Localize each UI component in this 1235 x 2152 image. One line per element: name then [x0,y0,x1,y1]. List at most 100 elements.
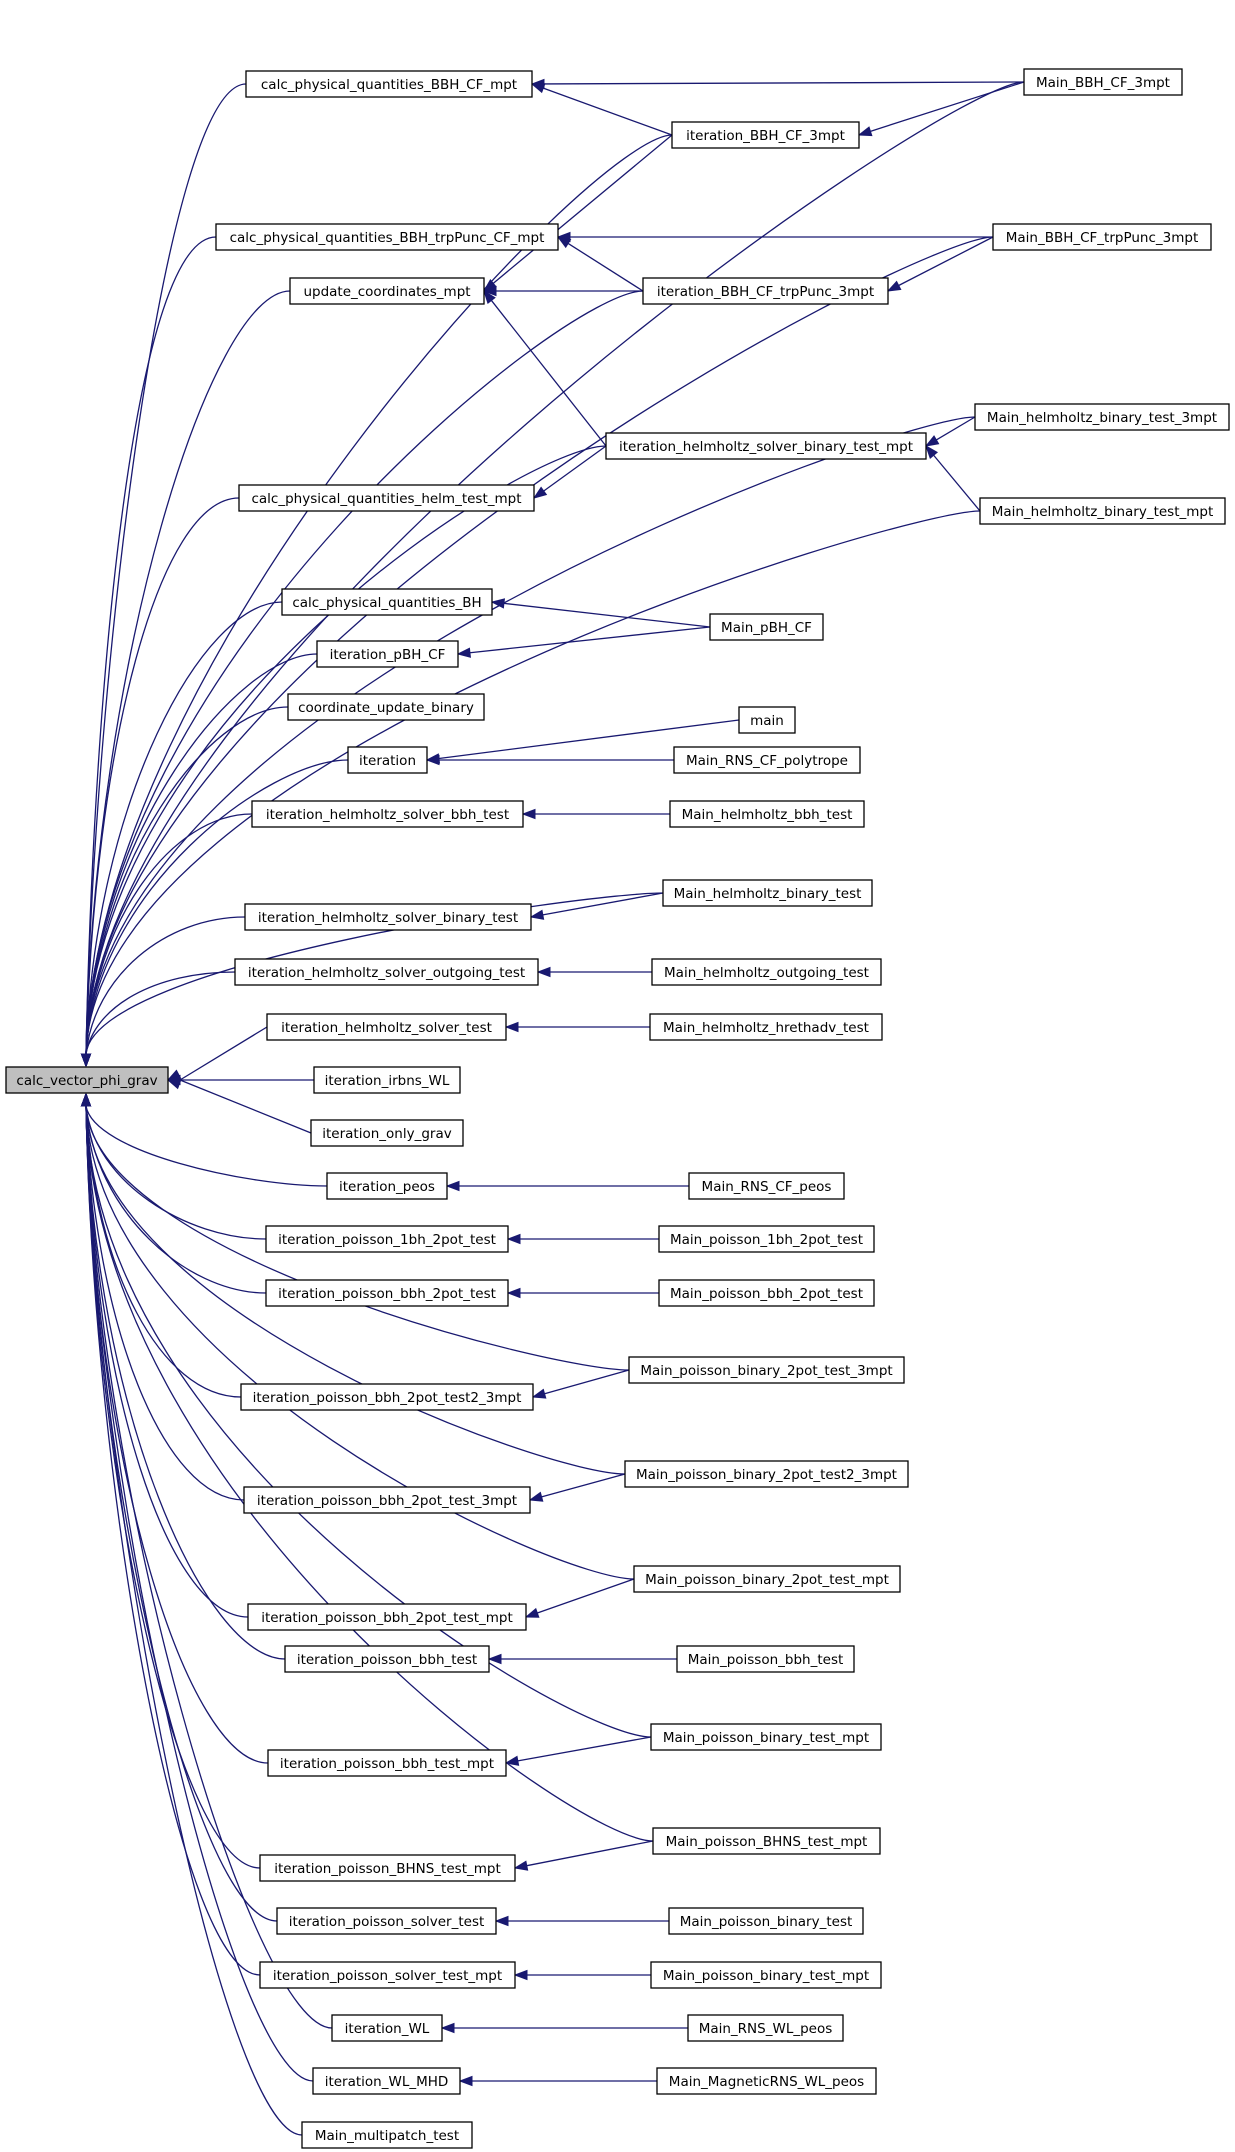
edge-iter-bbh-trp-3mpt-to-update-coords [482,285,643,297]
node-iteration[interactable]: iteration [347,746,428,774]
node-iteration-poisson-solver-test[interactable]: iteration_poisson_solver_test [276,1907,497,1935]
node-iteration-helmholtz-solver-test[interactable]: iteration_helmholtz_solver_test [266,1013,507,1041]
edge-arrowhead [556,236,572,249]
node-main-poisson-bhns-test-mpt[interactable]: Main_poisson_BHNS_test_mpt [652,1827,881,1855]
edge-iter-helm-bbh-to-root [80,813,253,1068]
node-main-poisson-binary-test-mpt[interactable]: Main_poisson_binary_test_mpt [650,1723,882,1751]
edge-arrowhead [925,444,939,459]
node-box [347,746,428,774]
node-main-poisson-binary-2pot-test-mpt[interactable]: Main_poisson_binary_2pot_test_mpt [633,1565,901,1593]
node-iteration-helmholtz-solver-binary-test-mpt[interactable]: iteration_helmholtz_solver_binary_test_m… [605,432,927,460]
node-main-helmholtz-binary-test-mpt[interactable]: Main_helmholtz_binary_test_mpt [979,497,1226,525]
node-calc-vector-phi-grav[interactable]: calc_vector_phi_grav [5,1066,169,1094]
node-main[interactable]: main [738,706,796,734]
node-main-poisson-bbh-test[interactable]: Main_poisson_bbh_test [676,1645,855,1673]
edge-line [85,1105,626,1475]
node-iteration-wl-mhd[interactable]: iteration_WL_MHD [312,2067,461,2095]
node-iteration-only-grav[interactable]: iteration_only_grav [310,1119,464,1147]
node-iteration-poisson-bbh-2pot-test-mpt[interactable]: iteration_poisson_bbh_2pot_test_mpt [247,1603,527,1631]
node-main-helmholtz-binary-test-3mpt[interactable]: Main_helmholtz_binary_test_3mpt [974,403,1230,431]
node-iteration-poisson-bbh-2pot-test-3mpt[interactable]: iteration_poisson_bbh_2pot_test_3mpt [243,1486,531,1514]
edge-line [85,510,981,1055]
edge-arrowhead [494,1915,509,1927]
node-label: Main_poisson_binary_2pot_test_3mpt [640,1363,892,1379]
edge-line [544,1369,630,1395]
edge-iter-bbh-trp-3mpt-to-root [80,290,644,1068]
node-iteration-poisson-solver-test-mpt[interactable]: iteration_poisson_solver_test_mpt [259,1961,516,1989]
node-box [265,1279,509,1307]
node-label: Main_poisson_binary_test_mpt [663,1968,869,1984]
node-calc-physical-quantities-bbh-trppunc-cf-mpt[interactable]: calc_physical_quantities_BBH_trpPunc_CF_… [215,223,559,251]
node-label: Main_pBH_CF [721,620,812,636]
edge-arrowhead [456,647,471,658]
edge-iter-helm-to-root [166,1026,268,1081]
node-iteration-poisson-bbh-test[interactable]: iteration_poisson_bbh_test [284,1645,490,1673]
edge-line [490,300,607,447]
node-main-helmholtz-outgoing-test[interactable]: Main_helmholtz_outgoing_test [651,958,882,986]
node-box [658,1279,875,1307]
node-main-poisson-bbh-2pot-test[interactable]: Main_poisson_bbh_2pot_test [658,1279,875,1307]
node-main-bbh-cf-3mpt[interactable]: Main_BBH_CF_3mpt [1023,68,1183,96]
edge-line [85,706,289,1055]
node-update-coordinates-mpt[interactable]: update_coordinates_mpt [289,277,485,305]
node-iteration-helmholtz-solver-bbh-test[interactable]: iteration_helmholtz_solver_bbh_test [251,800,524,828]
node-main-helmholtz-hrethadv-test[interactable]: Main_helmholtz_hrethadv_test [649,1013,883,1041]
node-iteration-poisson-bhns-test-mpt[interactable]: iteration_poisson_BHNS_test_mpt [259,1854,516,1882]
edge-main-rns-peos-to-iter-peos [445,1180,689,1192]
node-label: main [750,713,784,729]
edge-arrowhead [528,1491,544,1502]
edge-main-helm-bin-mpt-to-iter-helm-solver-bin-mpt [925,444,981,512]
node-iteration-bbh-cf-3mpt[interactable]: iteration_BBH_CF_3mpt [671,121,860,149]
edge-main-pbin2-3mpt-to-iter-pbbh2t2-3mpt [531,1369,630,1399]
edge-arrowhead [504,1021,519,1033]
node-main-poisson-1bh-2pot-test[interactable]: Main_poisson_1bh_2pot_test [658,1225,875,1253]
node-iteration-poisson-bbh-2pot-test[interactable]: iteration_poisson_bbh_2pot_test [265,1279,509,1307]
node-box [651,958,882,986]
node-iteration-wl[interactable]: iteration_WL [331,2014,443,2042]
node-label: calc_physical_quantities_helm_test_mpt [251,491,521,507]
node-main-rns-cf-polytrope[interactable]: Main_RNS_CF_polytrope [673,746,861,774]
node-calc-physical-quantities-bh[interactable]: calc_physical_quantities_BH [281,588,493,616]
node-label: iteration_poisson_bbh_2pot_test_3mpt [257,1493,517,1509]
node-coordinate-update-binary[interactable]: coordinate_update_binary [287,693,485,721]
edge-arrowhead [80,1053,92,1068]
node-main-multipatch-test[interactable]: Main_multipatch_test [301,2121,473,2149]
edge-line [179,1026,268,1081]
node-box [5,1066,169,1094]
node-main-bbh-cf-trppunc-3mpt[interactable]: Main_BBH_CF_trpPunc_3mpt [992,223,1212,251]
node-main-poisson-binary-test-mpt[interactable]: Main_poisson_binary_test_mpt [650,1961,882,1989]
edge-line [85,916,246,1055]
node-iteration-helmholtz-solver-outgoing-test[interactable]: iteration_helmholtz_solver_outgoing_test [234,958,539,986]
edge-line [85,1105,267,1294]
node-main-poisson-binary-2pot-test2-3mpt[interactable]: Main_poisson_binary_2pot_test2_3mpt [624,1460,909,1488]
node-box [265,1225,509,1253]
node-calc-physical-quantities-bbh-cf-mpt[interactable]: calc_physical_quantities_BBH_CF_mpt [245,70,533,98]
edge-arrowhead [506,1233,521,1245]
node-main-helmholtz-bbh-test[interactable]: Main_helmholtz_bbh_test [669,800,865,828]
edge-arrowhead [440,2022,455,2034]
node-box [287,693,485,721]
node-iteration-bbh-cf-trppunc-3mpt[interactable]: iteration_BBH_CF_trpPunc_3mpt [642,277,889,305]
edge-line [517,1736,652,1762]
node-label: iteration_poisson_bbh_2pot_test_mpt [261,1610,513,1626]
edge-arrowhead [445,1180,460,1192]
node-calc-physical-quantities-helm-test-mpt[interactable]: calc_physical_quantities_helm_test_mpt [238,484,535,512]
node-main-poisson-binary-2pot-test-3mpt[interactable]: Main_poisson_binary_2pot_test_3mpt [628,1356,905,1384]
edge-iter-pbbh-mpt-to-root [80,1092,269,1764]
node-main-helmholtz-binary-test[interactable]: Main_helmholtz_binary_test [662,879,873,907]
node-iteration-pbh-cf[interactable]: iteration_pBH_CF [316,640,459,668]
node-iteration-poisson-bbh-2pot-test2-3mpt[interactable]: iteration_poisson_bbh_2pot_test2_3mpt [240,1383,534,1411]
edge-line [85,83,247,1055]
node-box [281,588,493,616]
node-main-rns-cf-peos[interactable]: Main_RNS_CF_peos [688,1172,845,1200]
node-iteration-helmholtz-solver-binary-test[interactable]: iteration_helmholtz_solver_binary_test [244,903,532,931]
node-iteration-irbns-wl[interactable]: iteration_irbns_WL [313,1066,461,1094]
node-main-rns-wl-peos[interactable]: Main_RNS_WL_peos [687,2014,844,2042]
node-iteration-poisson-1bh-2pot-test[interactable]: iteration_poisson_1bh_2pot_test [265,1225,509,1253]
node-main-pbh-cf[interactable]: Main_pBH_CF [709,613,824,641]
node-iteration-poisson-bbh-test-mpt[interactable]: iteration_poisson_bbh_test_mpt [267,1749,507,1777]
node-iteration-peos[interactable]: iteration_peos [326,1172,448,1200]
node-main-poisson-binary-test[interactable]: Main_poisson_binary_test [668,1907,864,1935]
node-main-magneticrns-wl-peos[interactable]: Main_MagneticRNS_WL_peos [656,2067,877,2095]
edge-arrowhead [482,285,497,297]
